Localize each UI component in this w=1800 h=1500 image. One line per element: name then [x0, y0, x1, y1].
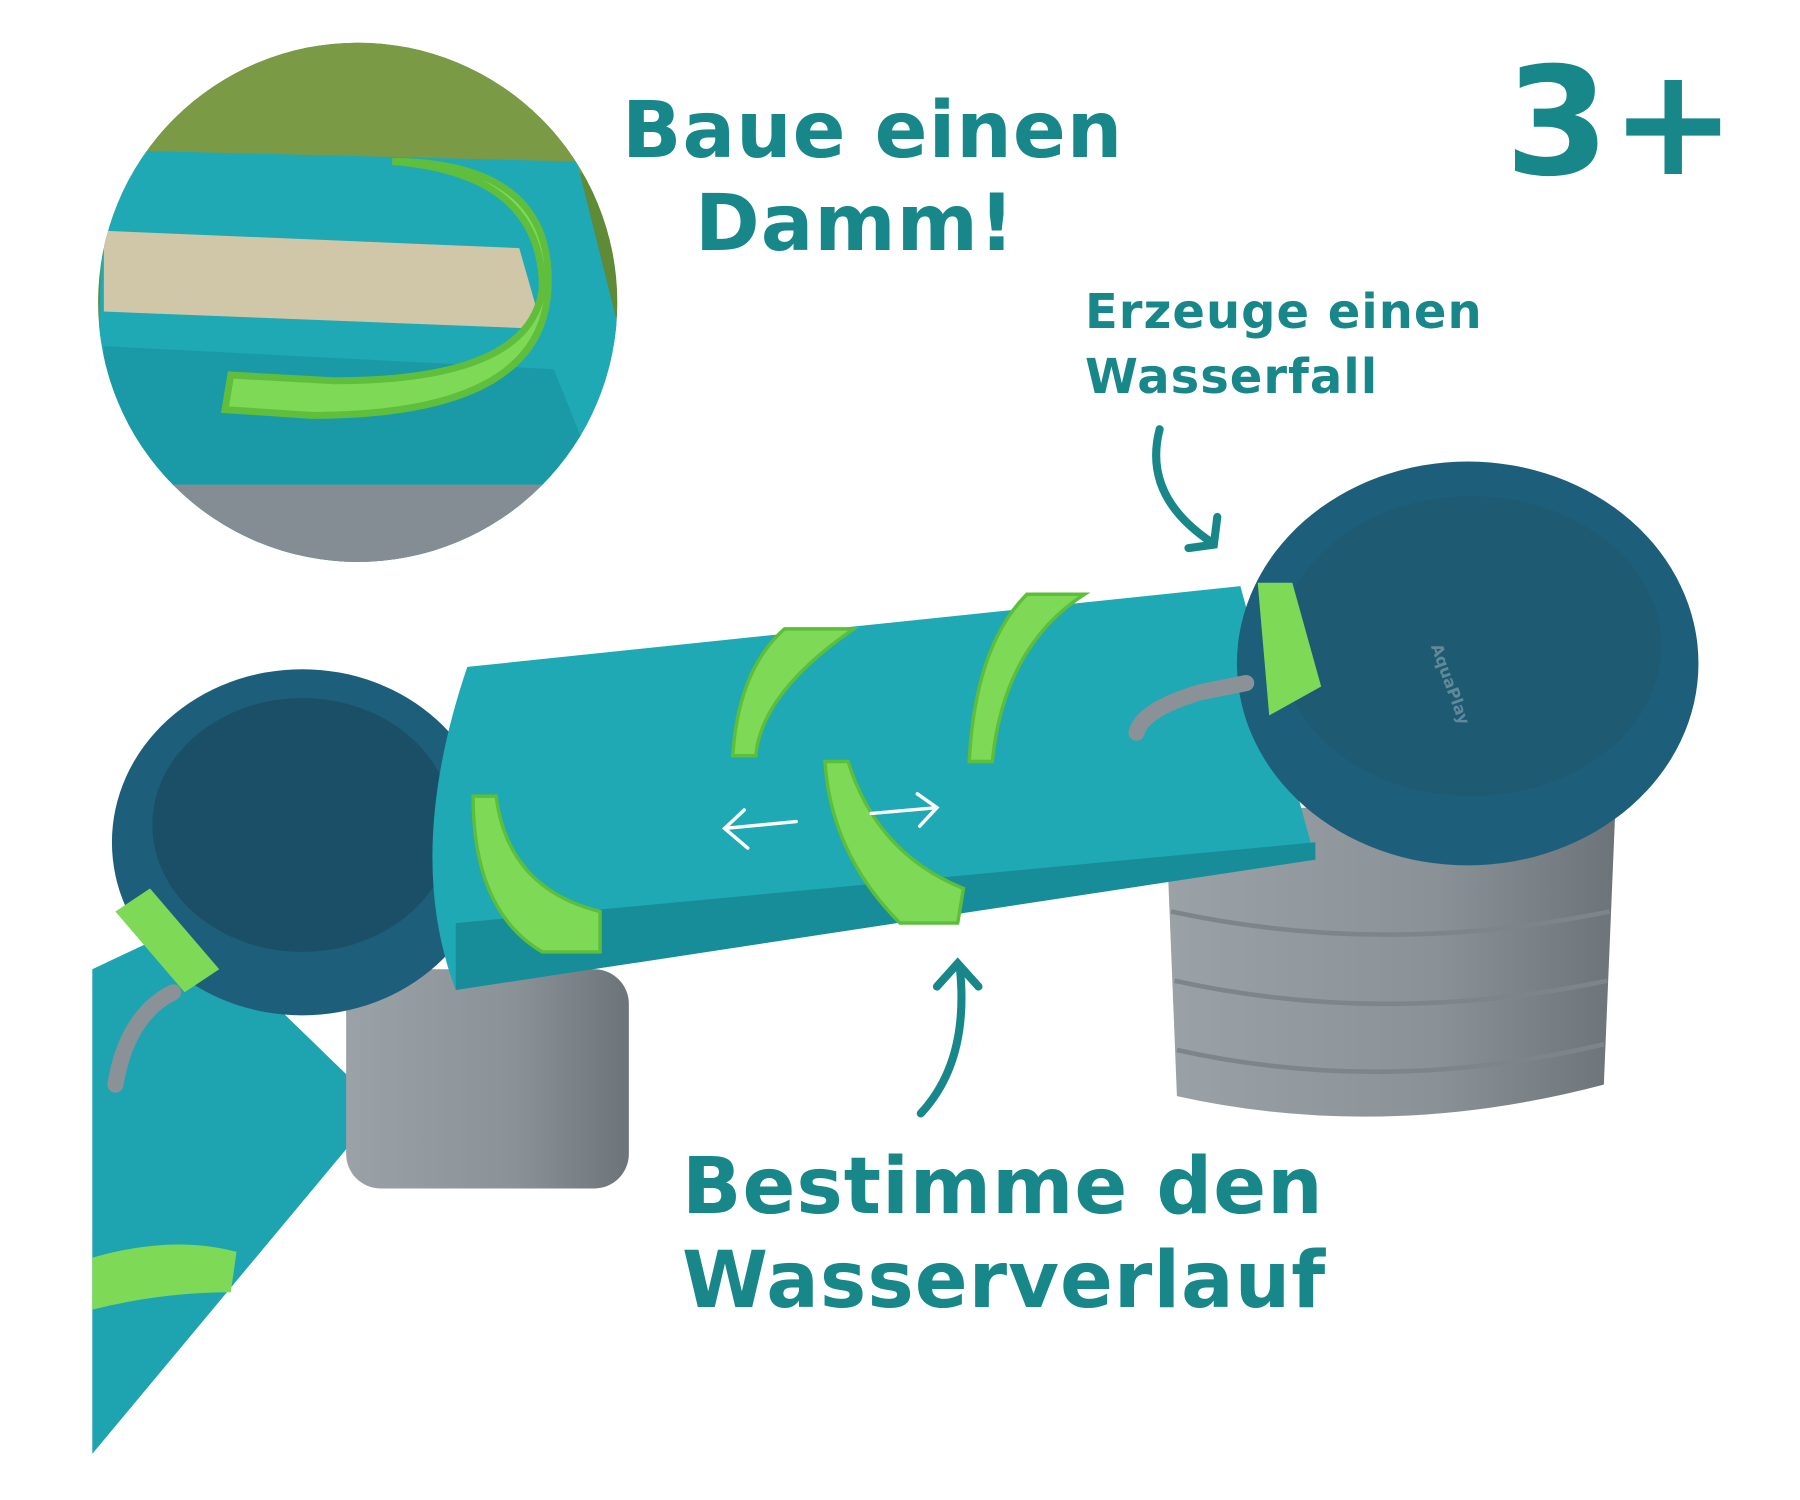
- lower-chute: [92, 923, 381, 1454]
- slide-arrows-icon: [722, 792, 940, 850]
- caption-build-dam-line2: Damm!: [695, 179, 1016, 269]
- caption-route-line2: Wasserverlauf: [682, 1236, 1327, 1326]
- caption-waterfall-line2: Wasserfall: [1085, 349, 1379, 405]
- dam-pieces: [471, 592, 1091, 954]
- caption-waterfall-line1: Erzeuge einen: [1085, 284, 1483, 340]
- right-column: [1165, 807, 1616, 1117]
- pointer-arrow-icon: [1152, 425, 1222, 553]
- dam-closeup-photo: [98, 42, 618, 562]
- left-column: [346, 969, 629, 1189]
- dam-piece: [220, 158, 552, 419]
- pointer-arrow-icon: [916, 957, 983, 1118]
- caption-route-line1: Bestimme den: [682, 1142, 1324, 1232]
- age-badge: 3+: [1505, 36, 1738, 210]
- caption-build-dam-line1: Baue einen: [622, 86, 1124, 176]
